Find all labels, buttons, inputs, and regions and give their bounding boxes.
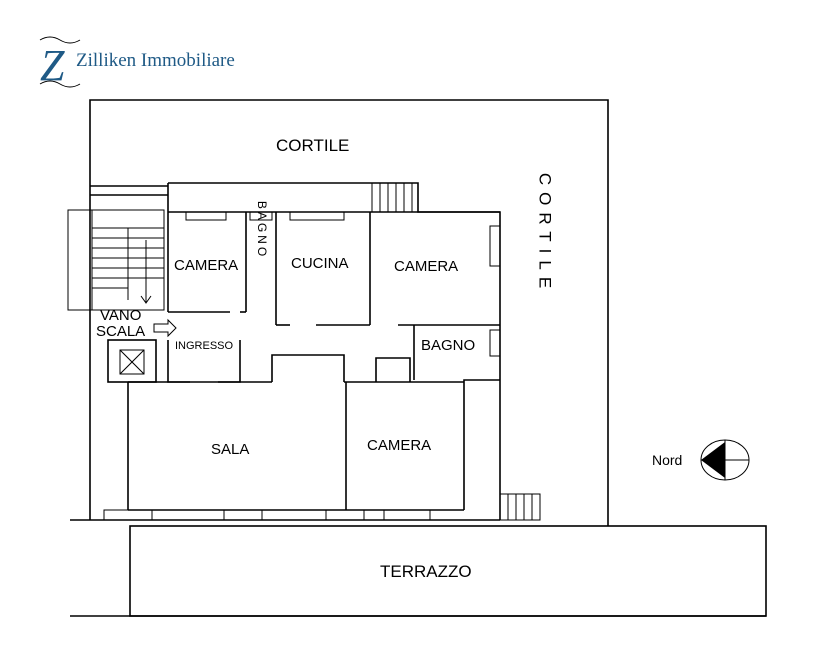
logo-wave-top — [39, 36, 81, 44]
stairs-north-box — [371, 182, 419, 213]
compass-needle — [701, 442, 725, 478]
stair-landing — [67, 209, 93, 311]
label-nord: Nord — [652, 452, 682, 468]
label-bagno-1: BAGNO — [255, 201, 269, 259]
window-cucina — [289, 211, 345, 221]
stairwell — [67, 209, 165, 311]
hall-closet — [271, 354, 345, 382]
elevator-car — [119, 349, 145, 375]
elevator — [107, 339, 157, 383]
stair-arrow-head — [140, 295, 152, 304]
label-cucina: CUCINA — [291, 255, 349, 272]
entry-arrow — [153, 318, 177, 338]
label-vano: VANO — [100, 307, 141, 324]
elevator-cross — [119, 349, 145, 375]
label-camera-3: CAMERA — [367, 437, 431, 454]
window-camera3-1 — [325, 509, 365, 521]
courtyard-boundary — [89, 99, 609, 526]
brand-logo: Z — [39, 36, 81, 90]
label-bagno-2: BAGNO — [421, 337, 475, 354]
label-terrazzo: TERRAZZO — [380, 562, 472, 581]
hall-closet-2 — [375, 357, 411, 382]
label-scala: SCALA — [96, 323, 145, 340]
window-bagno1 — [249, 211, 273, 221]
window-camera3-2 — [383, 509, 431, 521]
label-camera-1: CAMERA — [174, 257, 238, 274]
stairs-east — [499, 493, 541, 521]
window-sala-2 — [223, 509, 263, 521]
elevator-shaft — [107, 339, 157, 383]
stairs-north — [371, 182, 419, 213]
label-ingresso: INGRESSO — [175, 340, 234, 352]
label-cortile-top: CORTILE — [276, 136, 349, 155]
window-camera1 — [185, 211, 227, 221]
label-cortile-side: CORTILE — [536, 173, 555, 295]
window-sala-1 — [103, 509, 153, 521]
window-camera2 — [489, 225, 501, 267]
brand-name: Zilliken Immobiliare — [76, 50, 235, 71]
logo-wave-bottom — [39, 80, 81, 88]
east-wall-lower — [463, 379, 500, 510]
window-bagno2 — [489, 329, 501, 357]
stairs-east-box — [499, 493, 541, 521]
label-camera-2: CAMERA — [394, 258, 458, 275]
north-compass — [700, 439, 750, 481]
label-sala: SALA — [211, 441, 249, 458]
